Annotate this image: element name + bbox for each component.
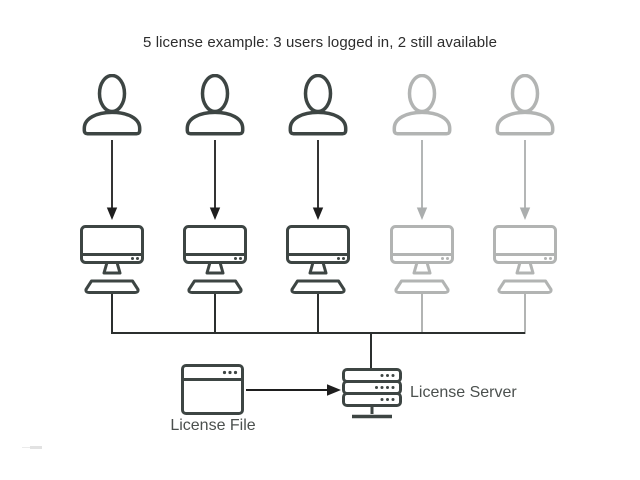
computer-connector-line bbox=[421, 294, 423, 334]
license-file-label: License File bbox=[170, 417, 256, 434]
down-arrow-icon bbox=[519, 140, 531, 220]
computer-icon bbox=[493, 225, 557, 295]
user-icon bbox=[184, 74, 246, 136]
user-icon bbox=[81, 74, 143, 136]
computer-connector-line bbox=[111, 294, 113, 334]
computer-icon bbox=[390, 225, 454, 295]
license-column-user-5 bbox=[493, 74, 557, 336]
faint-artifact bbox=[30, 446, 42, 449]
down-arrow-icon bbox=[416, 140, 428, 220]
license-server-icon bbox=[342, 368, 402, 422]
license-file-icon bbox=[181, 364, 244, 415]
diagram-title: 5 license example: 3 users logged in, 2 … bbox=[142, 34, 498, 51]
server-connector-line bbox=[370, 332, 372, 369]
network-bus-line bbox=[111, 332, 525, 334]
computer-icon bbox=[183, 225, 247, 295]
computer-icon bbox=[80, 225, 144, 295]
computer-icon bbox=[286, 225, 350, 295]
license-column-user-4 bbox=[390, 74, 454, 336]
arrow-to-server-icon bbox=[246, 383, 342, 397]
down-arrow-icon bbox=[209, 140, 221, 220]
license-server-label: License Server bbox=[410, 384, 517, 401]
license-column-user-1 bbox=[80, 74, 144, 336]
license-column-user-3 bbox=[286, 74, 350, 336]
license-column-user-2 bbox=[183, 74, 247, 336]
user-icon bbox=[391, 74, 453, 136]
computer-connector-line bbox=[214, 294, 216, 334]
computer-connector-line bbox=[524, 294, 526, 334]
user-icon bbox=[494, 74, 556, 136]
down-arrow-icon bbox=[106, 140, 118, 220]
computer-connector-line bbox=[317, 294, 319, 334]
user-icon bbox=[287, 74, 349, 136]
down-arrow-icon bbox=[312, 140, 324, 220]
